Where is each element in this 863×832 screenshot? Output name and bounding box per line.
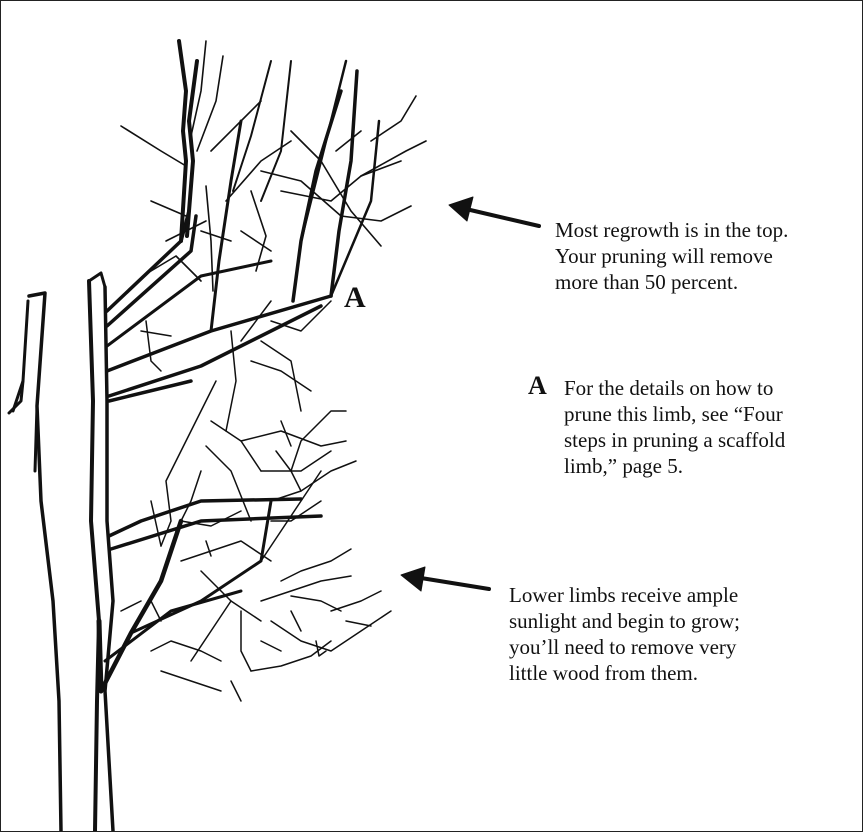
lower-limbs-note: Lower limbs receive ample sunlight and b… — [509, 583, 740, 685]
top-regrowth-note: Most regrowth is in the top. Your prunin… — [555, 218, 789, 294]
arrow-bottom — [400, 566, 491, 592]
arrow-top — [448, 196, 541, 228]
top-twigs — [120, 40, 427, 292]
limb-a-details-note: For the details on how to prune this lim… — [564, 376, 786, 478]
left-trunk — [7, 291, 63, 831]
middle-twigs — [140, 300, 357, 557]
limb-a-marker: A — [344, 281, 366, 314]
lower-twigs — [120, 470, 392, 702]
note-a-letter: A — [528, 371, 547, 400]
scaffold-limbs — [98, 209, 333, 694]
main-trunk — [87, 271, 115, 831]
